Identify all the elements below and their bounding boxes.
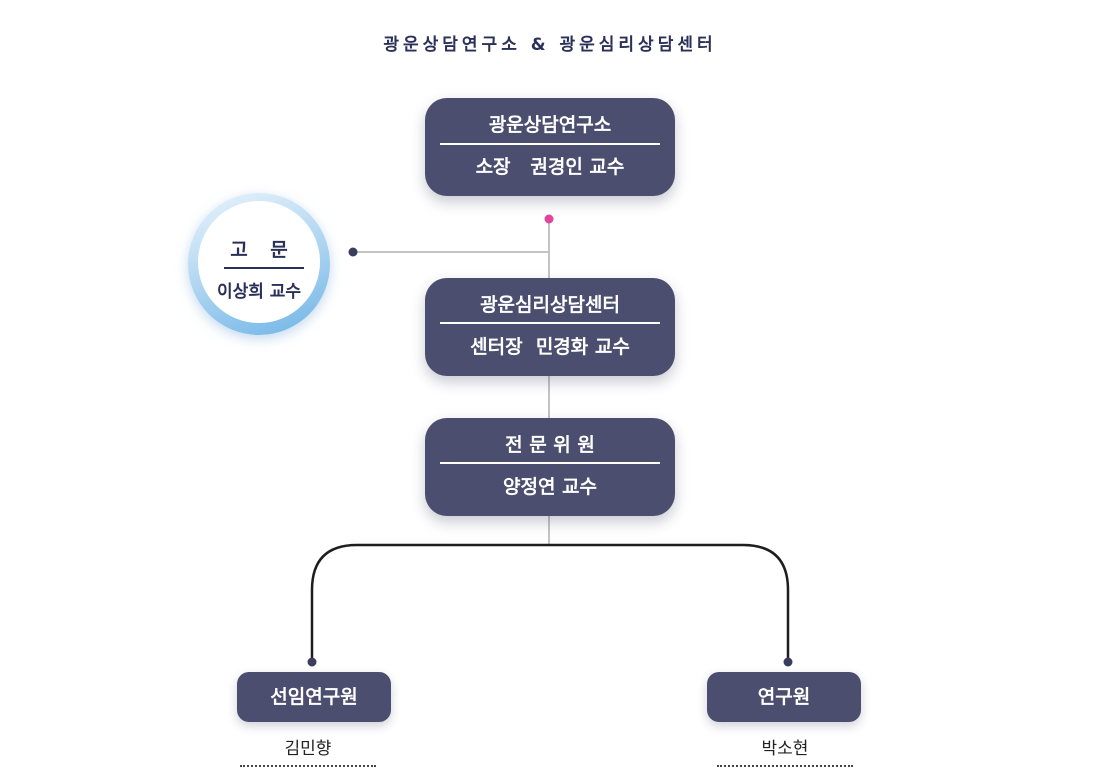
specialist-box: 전 문 위 원 양정연 교수 bbox=[425, 418, 675, 516]
center-box: 광운심리상담센터 센터장 민경화 교수 bbox=[425, 278, 675, 376]
advisor-inner: 고 문 이상희 교수 bbox=[198, 201, 320, 323]
center-head: 센터장 민경화 교수 bbox=[470, 336, 630, 358]
specialist-name: 양정연 교수 bbox=[502, 476, 597, 498]
institute-name: 광운상담연구소 bbox=[488, 114, 612, 136]
senior-researcher-member: 김민향 bbox=[240, 734, 376, 767]
researcher-dot bbox=[783, 657, 793, 667]
advisor-name: 이상희 교수 bbox=[216, 282, 302, 302]
page-title: 광운상담연구소 & 광운심리상담센터 bbox=[383, 35, 717, 55]
senior-researcher-box: 선임연구원 bbox=[237, 672, 391, 722]
specialist-title: 전 문 위 원 bbox=[505, 434, 595, 456]
advisor-dot bbox=[348, 247, 358, 257]
institute-box: 광운상담연구소 소장 권경인 교수 bbox=[425, 98, 675, 196]
branch-line bbox=[310, 543, 790, 662]
researcher-box: 연구원 bbox=[707, 672, 861, 722]
institute-divider bbox=[440, 143, 660, 145]
specialist-divider bbox=[440, 462, 660, 464]
researcher-member: 박소현 bbox=[717, 734, 853, 767]
center-name: 광운심리상담센터 bbox=[480, 294, 620, 316]
accent-dot bbox=[544, 214, 554, 224]
advisor-divider bbox=[224, 267, 304, 269]
center-divider bbox=[440, 322, 660, 324]
advisor-title: 고 문 bbox=[230, 239, 296, 261]
senior-researcher-dot bbox=[307, 657, 317, 667]
advisor-circle: 고 문 이상희 교수 bbox=[188, 193, 330, 335]
institute-head: 소장 권경인 교수 bbox=[475, 156, 625, 178]
